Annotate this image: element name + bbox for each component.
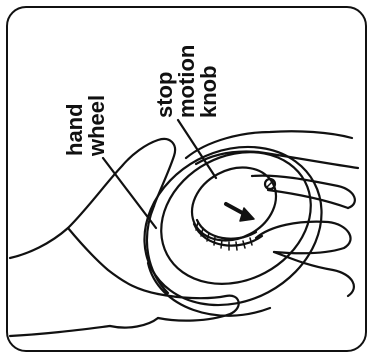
stop-motion-knob: [179, 153, 289, 254]
hand-label-line2: wheel: [84, 95, 109, 157]
hand-wheel-illustration: hand wheel stop motion knob: [8, 8, 365, 350]
hand-wheel-leader-line: [103, 158, 156, 228]
rotation-arrow-icon: [226, 204, 254, 221]
knob-label-line3: knob: [196, 65, 221, 118]
hand-wheel-label: hand wheel: [62, 95, 109, 157]
illustration-frame: hand wheel stop motion knob: [6, 6, 367, 352]
stop-motion-knob-label: stop motion knob: [152, 45, 221, 118]
hand-wheel: [117, 117, 350, 336]
